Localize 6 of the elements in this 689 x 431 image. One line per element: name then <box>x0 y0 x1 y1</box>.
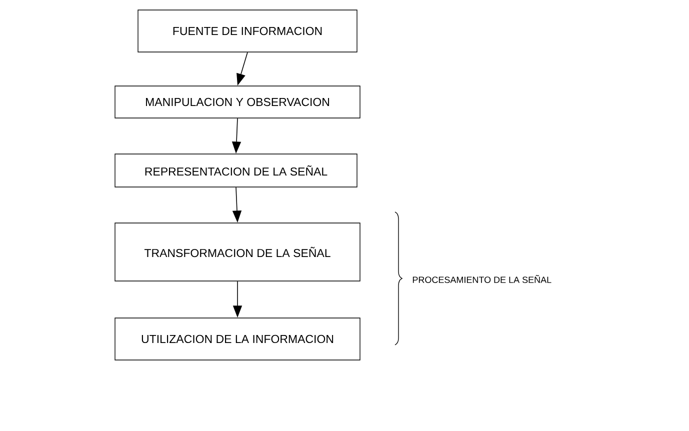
process-box: UTILIZACION DE LA INFORMACION <box>114 318 360 360</box>
process-box: MANIPULACION Y OBSERVACION <box>114 86 360 118</box>
process-box: TRANSFORMACION DE LA SEÑAL <box>114 222 360 282</box>
process-box: FUENTE DE INFORMACION <box>138 10 358 52</box>
brace-label: PROCESAMIENTO DE LA SEÑAL <box>412 275 552 283</box>
process-box: REPRESENTACION DE LA SEÑAL <box>114 154 358 188</box>
